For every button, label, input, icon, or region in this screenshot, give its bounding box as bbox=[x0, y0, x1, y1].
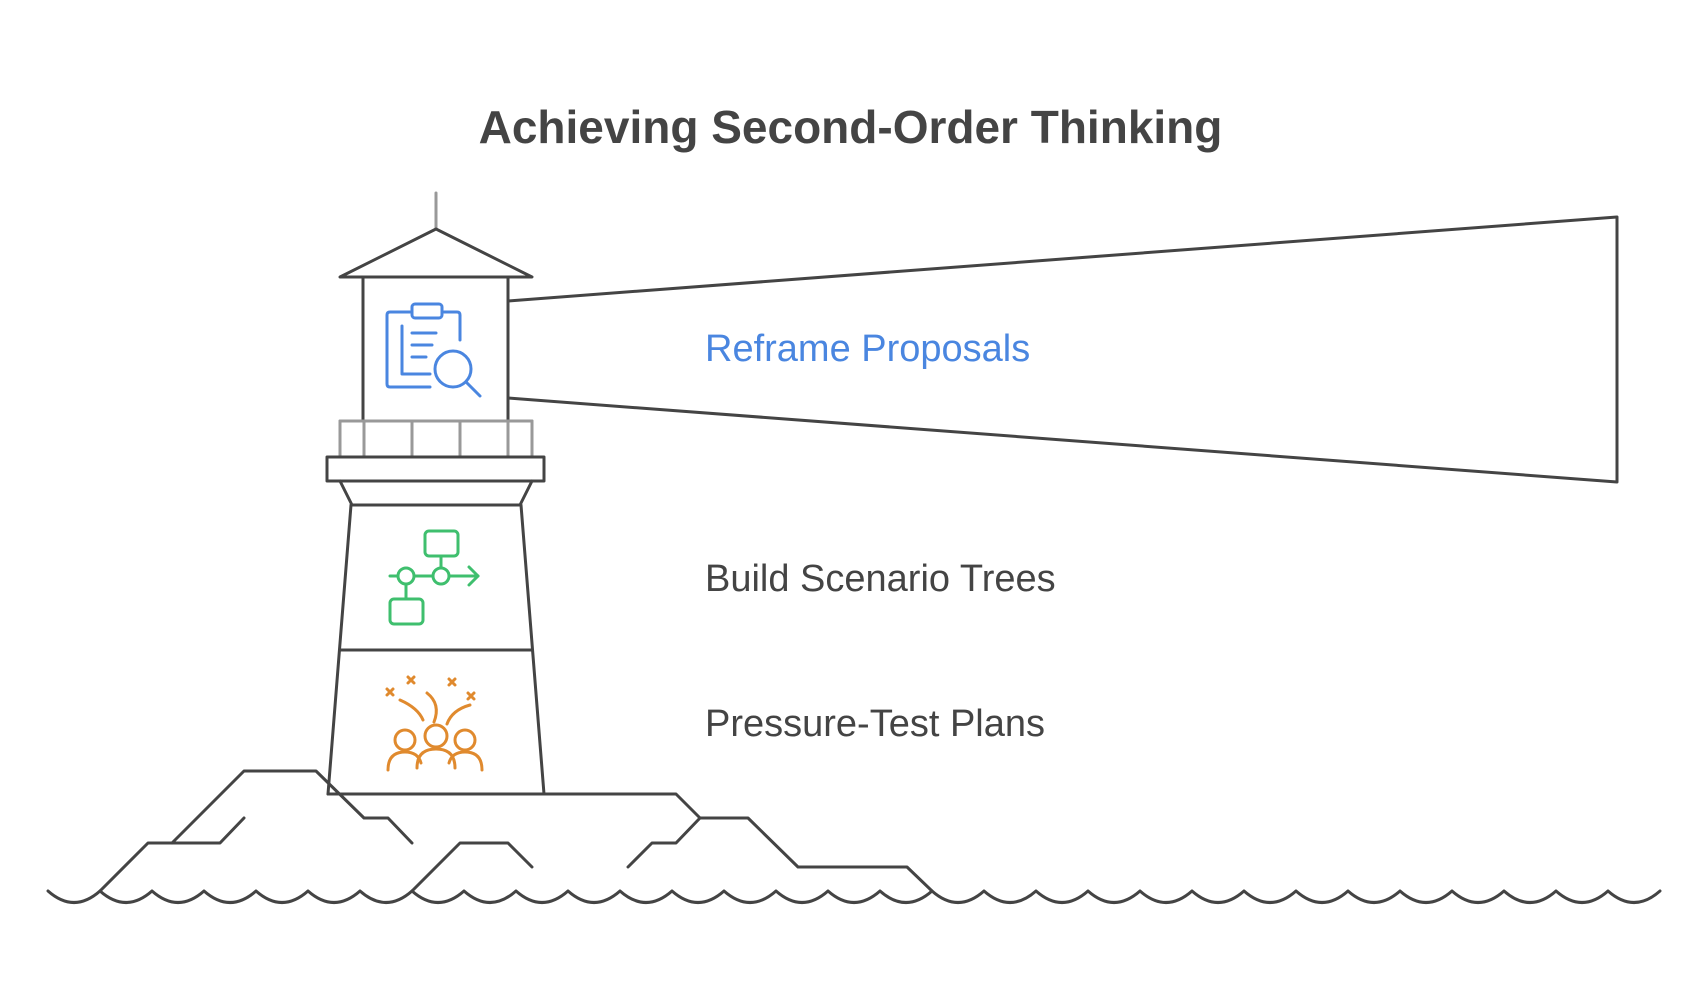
light-beam bbox=[506, 215, 1619, 484]
rocks bbox=[98, 769, 934, 893]
railing bbox=[338, 419, 534, 458]
layer-label-reframe-proposals: Reframe Proposals bbox=[705, 328, 1031, 370]
layer-label-pressure-test-plans: Pressure-Test Plans bbox=[705, 703, 1046, 745]
balcony-platform bbox=[325, 455, 546, 483]
tower-neck bbox=[338, 479, 534, 507]
flowchart-icon bbox=[388, 529, 480, 626]
lighthouse-roof bbox=[338, 227, 534, 279]
lantern-room bbox=[361, 275, 510, 423]
layer-label-build-scenario-trees: Build Scenario Trees bbox=[705, 558, 1056, 600]
waves bbox=[46, 889, 1662, 904]
clipboard-search-icon bbox=[385, 302, 482, 398]
team-brainstorm-icon bbox=[385, 675, 484, 772]
diagram-title: Achieving Second-Order Thinking bbox=[478, 101, 1223, 153]
